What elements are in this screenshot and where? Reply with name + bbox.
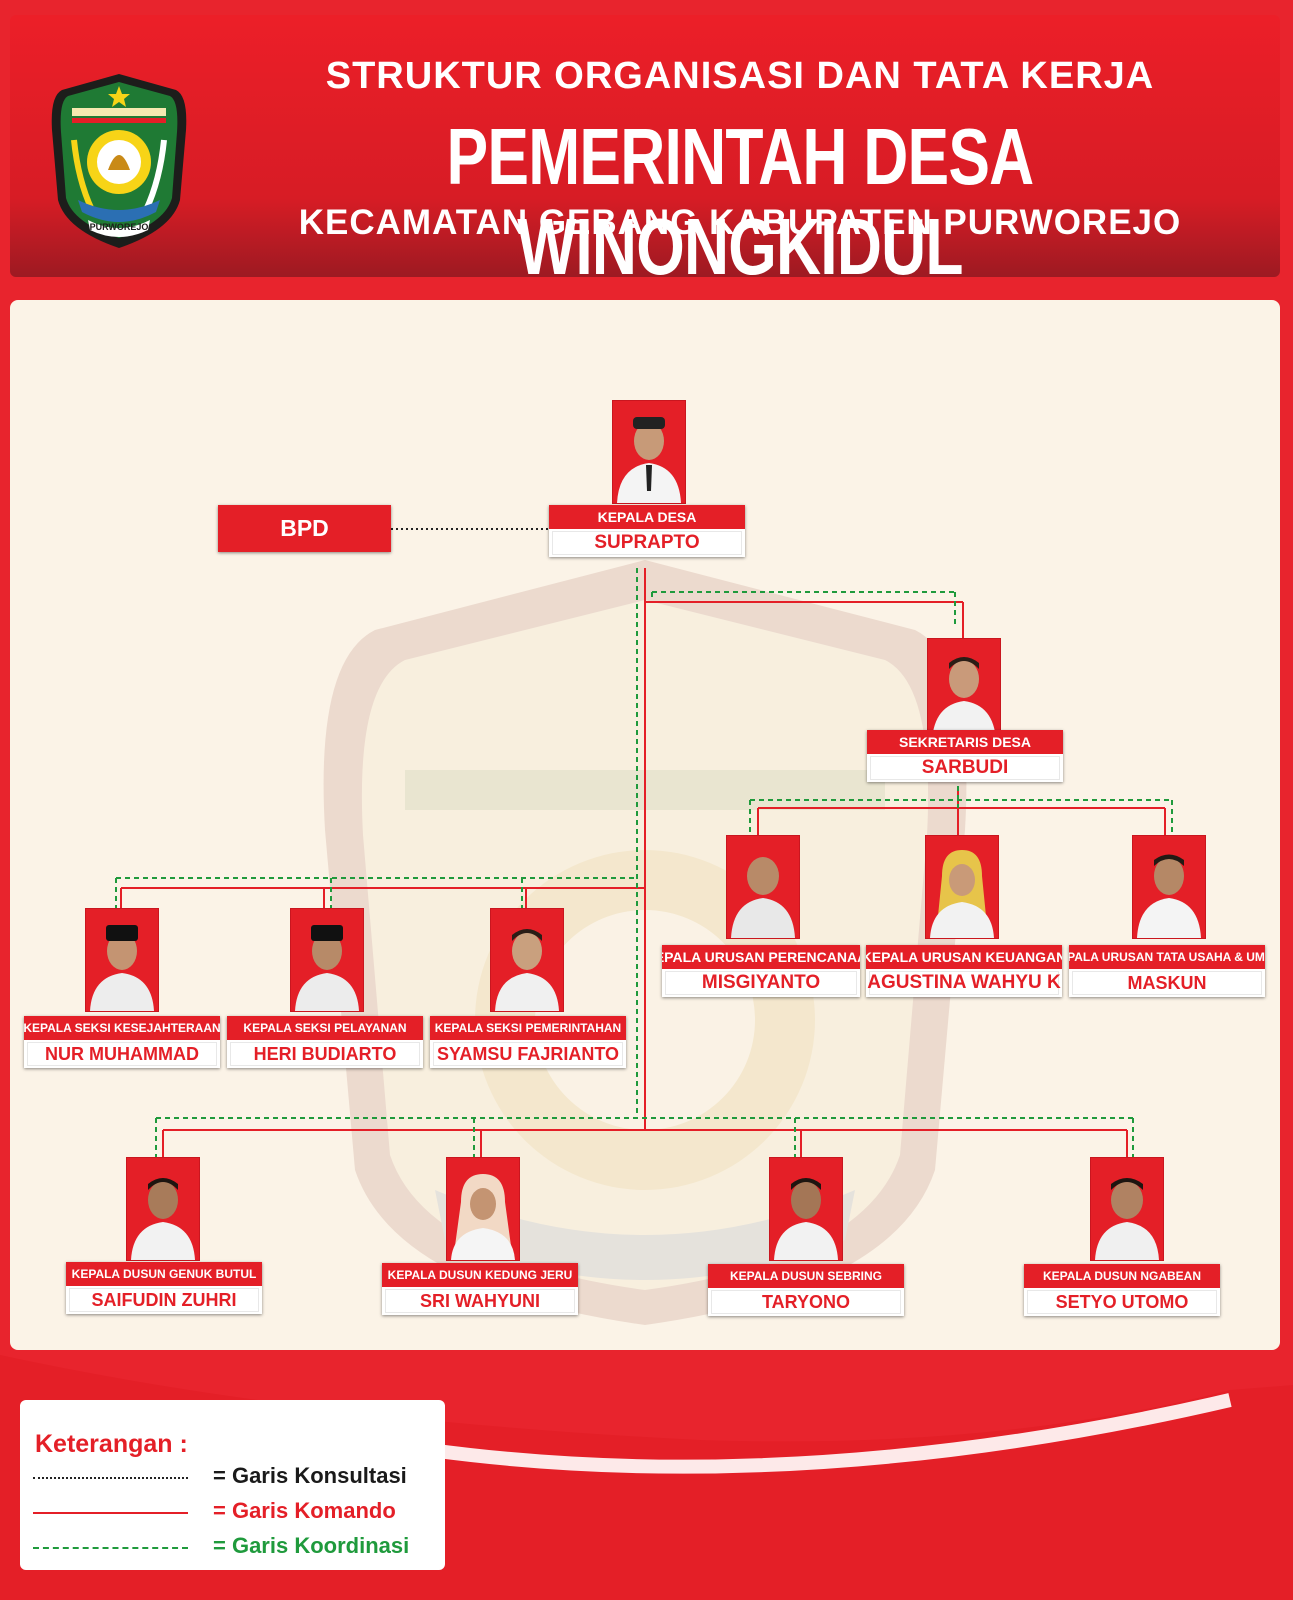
person-silhouette-icon: [774, 1178, 838, 1260]
seksi-kesejahteraan-card: KEPALA SEKSI KESEJAHTERAAN NUR MUHAMMAD: [24, 1016, 220, 1068]
dusun-sebring-name: TARYONO: [711, 1290, 901, 1314]
person-silhouette-icon: [731, 857, 795, 938]
seksi-pelayanan-card: KEPALA SEKSI PELAYANAN HERI BUDIARTO: [227, 1016, 423, 1068]
urusan-keuangan-role: KEPALA URUSAN KEUANGAN: [866, 945, 1062, 969]
koordinasi-line-sample: [33, 1547, 188, 1549]
person-silhouette-icon: [1095, 1178, 1159, 1260]
seksi-pelayanan-name: HERI BUDIARTO: [230, 1042, 420, 1066]
urusan-perencanaan-role: KEPALA URUSAN PERENCANAAN: [662, 945, 860, 969]
kepala-desa-photo: [612, 400, 686, 504]
urusan-keuangan-name: AGUSTINA WAHYU K: [867, 971, 1061, 995]
dusun-sebring-card: KEPALA DUSUN SEBRING TARYONO: [708, 1264, 904, 1316]
sekretaris-card: SEKRETARIS DESA SARBUDI: [867, 730, 1063, 782]
dusun-sebring-role: KEPALA DUSUN SEBRING: [708, 1264, 904, 1288]
person-silhouette-icon: [930, 850, 994, 938]
komando-line-sample: [33, 1512, 188, 1514]
seksi-pelayanan-photo: [290, 908, 364, 1012]
dusun-ngabean-role: KEPALA DUSUN NGABEAN: [1024, 1264, 1220, 1288]
legend-komando-label: = Garis Komando: [213, 1498, 396, 1523]
sekretaris-photo: [927, 638, 1001, 742]
kepala-desa-name: SUPRAPTO: [552, 531, 742, 555]
dusun-ngabean-card: KEPALA DUSUN NGABEAN SETYO UTOMO: [1024, 1264, 1220, 1316]
dusun-genuk-butul-name: SAIFUDIN ZUHRI: [69, 1288, 259, 1312]
person-silhouette-icon: [932, 657, 996, 741]
urusan-tata-usaha-photo: [1132, 835, 1206, 939]
dusun-kedung-jeru-role: KEPALA DUSUN KEDUNG JERU: [382, 1263, 578, 1287]
bpd-box: BPD: [218, 505, 391, 552]
dusun-genuk-butul-card: KEPALA DUSUN GENUK BUTUL SAIFUDIN ZUHRI: [66, 1262, 262, 1314]
sekretaris-name: SARBUDI: [870, 756, 1060, 780]
legend-koordinasi: = Garis Koordinasi: [33, 1533, 433, 1561]
dusun-sebring-photo: [769, 1157, 843, 1261]
logo-text: PURWOREJO: [90, 222, 149, 232]
urusan-tata-usaha-role: KEPALA URUSAN TATA USAHA & UMUM: [1069, 945, 1265, 969]
legend-box: Keterangan : = Garis Konsultasi = Garis …: [20, 1400, 445, 1570]
header-banner: PURWOREJO STRUKTUR ORGANISASI DAN TATA K…: [10, 15, 1280, 291]
legend-title: Keterangan :: [35, 1430, 188, 1458]
person-silhouette-icon: [617, 417, 681, 503]
seksi-pemerintahan-name: SYAMSU FAJRIANTO: [433, 1042, 623, 1066]
legend-komando: = Garis Komando: [33, 1498, 433, 1526]
dusun-ngabean-photo: [1090, 1157, 1164, 1261]
seksi-kesejahteraan-role: KEPALA SEKSI KESEJAHTERAAN: [24, 1016, 220, 1040]
dusun-genuk-butul-photo: [126, 1157, 200, 1261]
seksi-kesejahteraan-photo: [85, 908, 159, 1012]
kepala-desa-role: KEPALA DESA: [549, 505, 745, 529]
seksi-pemerintahan-role: KEPALA SEKSI PEMERINTAHAN: [430, 1016, 626, 1040]
urusan-keuangan-card: KEPALA URUSAN KEUANGAN AGUSTINA WAHYU K: [866, 945, 1062, 997]
header-title-line2: PEMERINTAH DESA WINONGKIDUL: [446, 112, 1035, 291]
konsultasi-line-sample: [33, 1477, 188, 1479]
dusun-kedung-jeru-photo: [446, 1157, 520, 1261]
seksi-pemerintahan-card: KEPALA SEKSI PEMERINTAHAN SYAMSU FAJRIAN…: [430, 1016, 626, 1068]
person-silhouette-icon: [451, 1174, 515, 1260]
legend-koordinasi-label: = Garis Koordinasi: [213, 1533, 410, 1558]
dusun-genuk-butul-role: KEPALA DUSUN GENUK BUTUL: [66, 1262, 262, 1286]
urusan-tata-usaha-card: KEPALA URUSAN TATA USAHA & UMUM MASKUN: [1069, 945, 1265, 997]
kepala-desa-card: KEPALA DESA SUPRAPTO: [549, 505, 745, 557]
urusan-perencanaan-name: MISGIYANTO: [665, 971, 857, 995]
dusun-ngabean-name: SETYO UTOMO: [1027, 1290, 1217, 1314]
urusan-tata-usaha-name: MASKUN: [1072, 971, 1262, 995]
person-silhouette-icon: [90, 925, 154, 1011]
urusan-perencanaan-card: KEPALA URUSAN PERENCANAAN MISGIYANTO: [662, 945, 860, 997]
header-title-line3: KECAMATAN GEBANG KABUPATEN PURWOREJO: [298, 203, 1182, 242]
dusun-kedung-jeru-name: SRI WAHYUNI: [385, 1289, 575, 1313]
seksi-kesejahteraan-name: NUR MUHAMMAD: [27, 1042, 217, 1066]
sekretaris-role: SEKRETARIS DESA: [867, 730, 1063, 754]
legend-konsultasi-label: = Garis Konsultasi: [213, 1463, 407, 1488]
person-silhouette-icon: [1137, 854, 1201, 938]
seksi-pelayanan-role: KEPALA SEKSI PELAYANAN: [227, 1016, 423, 1040]
seksi-pemerintahan-photo: [490, 908, 564, 1012]
person-silhouette-icon: [295, 925, 359, 1011]
dusun-kedung-jeru-card: KEPALA DUSUN KEDUNG JERU SRI WAHYUNI: [382, 1263, 578, 1315]
urusan-keuangan-photo: [925, 835, 999, 939]
urusan-perencanaan-photo: [726, 835, 800, 939]
header-title-line1: STRUKTUR ORGANISASI DAN TATA KERJA: [325, 55, 1155, 97]
person-silhouette-icon: [495, 929, 559, 1011]
purworejo-emblem-icon: PURWOREJO: [51, 74, 187, 248]
legend-konsultasi: = Garis Konsultasi: [33, 1463, 433, 1491]
person-silhouette-icon: [131, 1178, 195, 1260]
